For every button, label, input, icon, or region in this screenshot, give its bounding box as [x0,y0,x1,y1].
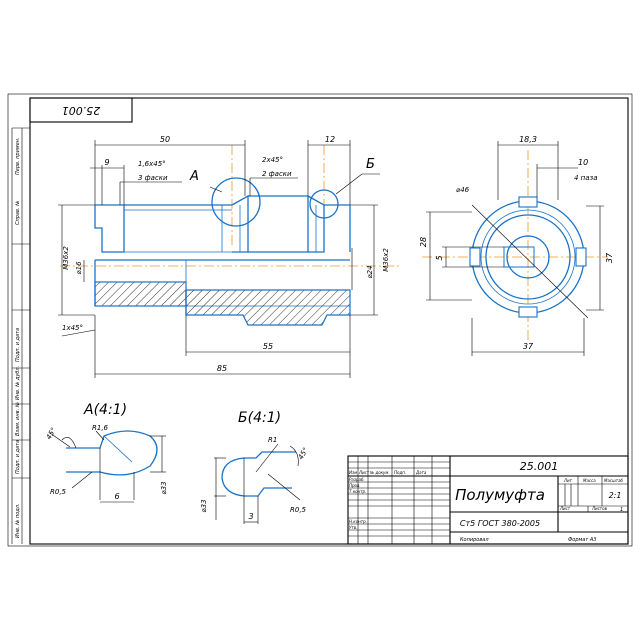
chamfer-1: 1,6х45° [138,160,166,168]
side-label-3: Подп. и дата [15,328,21,362]
detail-B-radius: R1 [268,436,277,444]
chamfer-2-note: 2 фаски [262,170,292,178]
doc-code: 25.001 [520,460,559,473]
tb-row-5: Дата [415,470,427,475]
detail-A [49,430,166,503]
detail-A-radius: R1,6 [92,424,109,432]
detail-B-dia: ⌀33 [200,499,208,512]
rotated-code-box [29,97,133,123]
dim-85: 85 [217,364,227,373]
chamfer-left: 1х45° [62,324,83,332]
thread-right: М36х2 [382,248,390,272]
detail-B-title: Б(4:1) [238,410,281,426]
hdr-mass: Масса [583,478,596,483]
title-block [347,455,629,545]
detail-A-angle: 45° [45,426,58,441]
sheets-value: 1 [620,507,623,513]
side-label-6: Подп. и дата [15,440,21,474]
side-label-5: Взам. инв. № [15,402,21,436]
rotated-doc-code: 25.001 [62,104,101,117]
inner-frame [29,97,629,545]
dim-55: 55 [263,342,273,351]
tb-row-1: Изм [349,470,357,475]
detail-B-circle [309,189,339,219]
dim-9: 9 [104,158,109,167]
dim-12: 12 [325,135,335,144]
footer-format: Формат A3 [568,537,596,543]
dia-46: ⌀46 [456,186,470,194]
detail-B-dim-3: 3 [248,512,253,521]
chamfer-1-note: 3 фаски [138,174,168,182]
material: Ст5 ГОСТ 380-2005 [460,519,540,528]
tb-row-10: Утв. [349,525,357,530]
label-A: А [189,169,199,184]
hdr-scale: Масштаб [604,478,624,483]
hdr-lit: Лит [563,478,573,483]
main-view-dimensions [58,140,378,378]
dim-5: 5 [435,255,444,260]
end-view [422,141,608,356]
bore-right: ⌀24 [366,265,374,278]
detail-A-dim-6: 6 [114,492,119,501]
side-stamp [11,127,30,544]
tb-row-7: Пров. [349,483,361,488]
sheets-label: Листов [591,506,608,511]
footer-copied: Копировал [460,537,489,543]
sheet-label: Лист [559,506,571,511]
thread-left: М36х2 [62,246,70,270]
label-B: Б [366,157,375,172]
tb-row-4: Подп. [394,470,406,475]
side-label-2: Справ. № [15,201,21,225]
side-label-1: Перв. примен. [15,137,21,175]
detail-B-r-small: R0,5 [290,506,307,514]
tb-row-3: № докум. [369,470,390,475]
tb-row-8: Т.контр. [349,489,366,494]
dim-50: 50 [160,135,170,144]
chamfer-2: 2х45° [262,156,283,164]
tb-row-2: Лист [358,470,370,475]
detail-B [214,443,301,524]
dim-10: 10 [578,158,588,167]
slots-note: 4 паза [574,174,598,182]
detail-A-title: А(4:1) [83,402,127,418]
dim-18-3: 18,3 [519,135,537,144]
outer-frame [7,93,633,547]
scale-value: 2:1 [609,491,622,500]
main-view [60,145,402,326]
bore-dia: ⌀16 [75,261,83,275]
tb-row-9: Н.контр. [349,519,367,524]
side-label-7: Инв. № подл. [15,504,21,539]
detail-A-r-small: R0,5 [50,488,67,496]
dim-28: 28 [419,237,428,247]
detail-A-dia: ⌀33 [160,481,168,494]
detail-B-angle: 45° [297,446,310,461]
dim-37-bottom: 37 [523,342,534,351]
part-title: Полумуфта [455,486,545,504]
side-label-4: Инв. № дубл. [15,366,21,400]
detail-A-circle [211,177,261,227]
dim-37-right: 37 [605,252,614,263]
tb-row-6: Разраб. [349,477,365,482]
